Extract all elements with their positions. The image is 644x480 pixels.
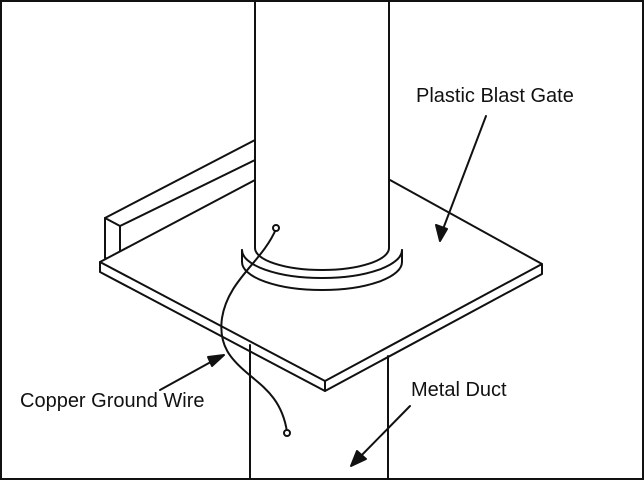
copper-ground-wire-label: Copper Ground Wire <box>20 390 205 412</box>
leader-arrows <box>159 115 487 467</box>
lower-metal-duct <box>249 344 389 479</box>
upper-metal-duct <box>241 1 403 291</box>
metal-duct-arrow <box>354 405 411 463</box>
copper-ground-wire <box>220 224 291 437</box>
copper-ground-wire-arrowhead <box>207 354 225 367</box>
plastic-blast-gate-label: Plastic Blast Gate <box>416 85 574 107</box>
metal-duct-arrowhead <box>350 450 367 467</box>
plastic-blast-gate-arrowhead <box>435 224 448 242</box>
blast-gate-plate <box>99 179 543 392</box>
plastic-blast-gate-arrow <box>439 115 487 238</box>
copper-ground-wire-arrow <box>159 357 219 391</box>
metal-duct-label: Metal Duct <box>411 379 507 401</box>
